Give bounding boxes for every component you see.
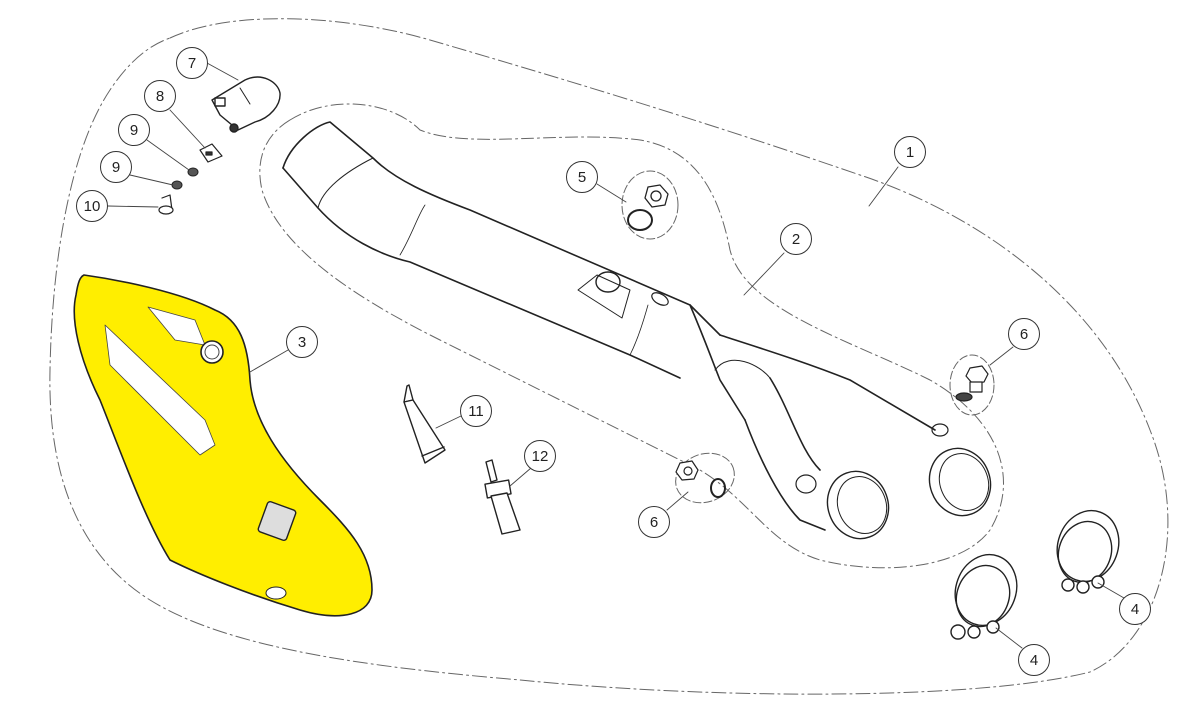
callout-11: 11 [460,395,492,427]
clamp-b [950,553,1018,640]
leader-lines [107,62,1125,649]
callout-10: 10 [76,190,108,222]
item6b-boundary [675,452,735,504]
item5-boundary [621,170,679,240]
callout-6a: 6 [1008,318,1040,350]
callout-5: 5 [566,161,598,193]
washer-a [187,167,199,177]
washer-b [171,180,183,190]
plug-nut [675,460,726,498]
callout-12: 12 [524,440,556,472]
header-pipe [282,121,992,540]
item6a-boundary [949,354,995,416]
plug-bolt [955,365,989,402]
callout-1: 1 [894,136,926,168]
bracket-strap [211,76,281,133]
kit-boundary-outline [49,18,1169,695]
pipe-assembly-boundary-outline [259,103,1004,569]
clamp-a [1056,509,1120,594]
callout-4b: 4 [1018,644,1050,676]
callout-9b: 9 [100,151,132,183]
threadlocker-bottle [484,459,521,535]
callout-9a: 9 [118,114,150,146]
callout-2: 2 [780,223,812,255]
callout-3: 3 [286,326,318,358]
clip-nut [199,143,223,163]
callout-7: 7 [176,47,208,79]
callout-8: 8 [144,80,176,112]
callout-6b: 6 [638,506,670,538]
heat-shield [73,274,373,617]
bolt [158,194,174,215]
callout-4a: 4 [1119,593,1151,625]
sealant-tube [403,384,446,464]
sensor-boss-nut [627,184,669,231]
